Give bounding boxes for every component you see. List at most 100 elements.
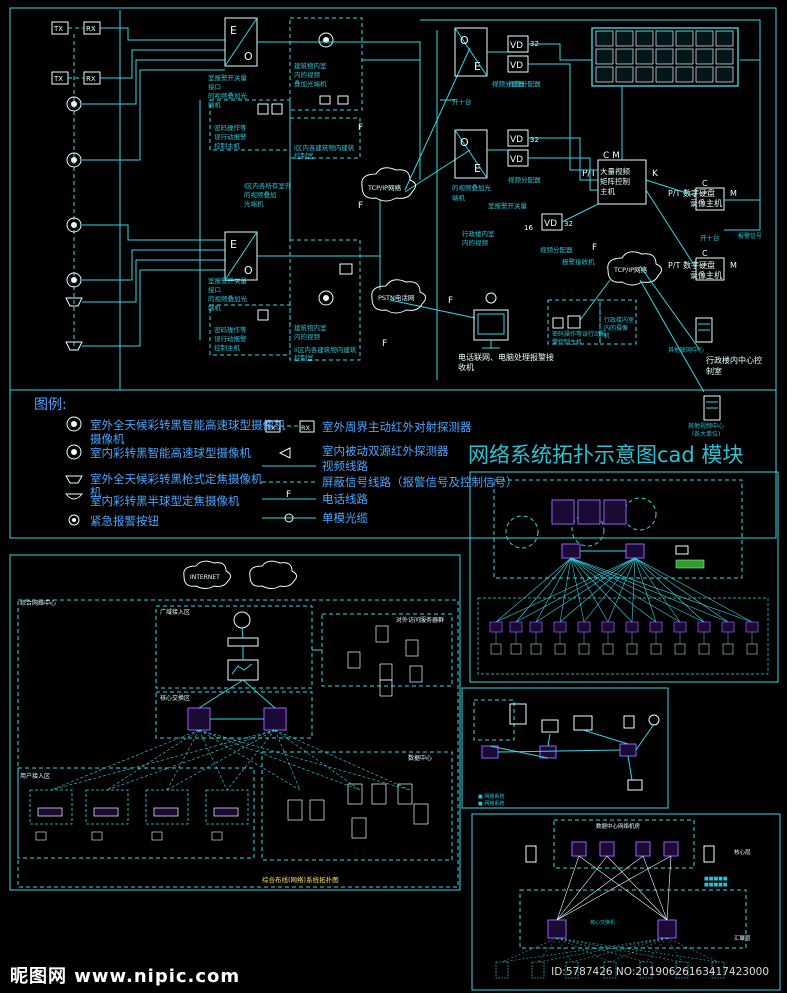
link-line xyxy=(515,557,636,623)
legend-item-1: 室外全天候彩转黑智能高速球型摄像机 xyxy=(90,418,286,432)
eo-converter-top-left: E O xyxy=(224,17,258,67)
link-line xyxy=(606,855,668,921)
svg-text:RX: RX xyxy=(301,424,311,432)
link-line xyxy=(578,855,668,921)
bullet-camera-icon xyxy=(65,341,83,351)
bottom-left-diagram: 综合网络中心 INTERNET 广域接入区 对外访问服务器群 核心交换区 用户接… xyxy=(9,554,461,891)
ptz-indoor-camera-icon xyxy=(66,444,82,460)
svg-text:C: C xyxy=(702,179,708,188)
eo-converter-mid-left: E O xyxy=(224,231,258,281)
pstn-cloud: PSTN电话网 xyxy=(371,279,426,314)
legend-item-9: 屏蔽信号线路（报警信号及控制信号） xyxy=(322,475,518,489)
link-line xyxy=(556,855,644,921)
svg-text:F: F xyxy=(358,201,363,211)
display-screen xyxy=(595,30,614,47)
server-icon xyxy=(703,395,721,421)
link-line xyxy=(556,937,647,963)
svg-text:叠加光端机: 叠加光端机 xyxy=(294,79,327,88)
link-line xyxy=(642,855,668,921)
link-line xyxy=(666,937,683,963)
dome-camera-icon xyxy=(66,272,82,288)
legend: 图例: 室外全天候彩转黑智能高速球型摄像机 摄像机 室内彩转黑智能高速球型摄像机… xyxy=(34,397,518,528)
svg-text:M: M xyxy=(730,261,737,270)
legend-item-6: 室外周界主动红外对射探测器 xyxy=(322,420,472,434)
access-switch-group xyxy=(145,789,189,825)
switch-icon xyxy=(93,807,119,817)
phone-icon xyxy=(257,309,269,321)
svg-text:核心交换区: 核心交换区 xyxy=(160,694,190,702)
link-line xyxy=(645,937,668,963)
server-icon xyxy=(409,665,423,683)
svg-text:矩阵控制: 矩阵控制 xyxy=(600,176,630,186)
access-switch-group xyxy=(29,789,73,825)
svg-text:■■■■■: ■■■■■ xyxy=(704,876,728,882)
alarm-receiver-pc: 电话联网、电脑处理报警接 收机 xyxy=(458,292,554,372)
svg-text:O: O xyxy=(460,136,469,149)
tx-label-1: TX xyxy=(53,25,63,33)
building-block-1: 建筑物内室 内的视频 叠加光端机 xyxy=(289,17,363,111)
svg-text:端机: 端机 xyxy=(208,303,222,312)
svg-text:开十台: 开十台 xyxy=(452,97,472,106)
server-icon xyxy=(405,639,419,657)
switch-icon xyxy=(37,807,63,817)
svg-text:内的视频: 内的视频 xyxy=(294,70,321,79)
switch-icon xyxy=(553,621,567,633)
bullet-camera-icon xyxy=(65,297,83,307)
server-icon xyxy=(413,803,429,825)
svg-text:建筑物内室: 建筑物内室 xyxy=(294,323,327,332)
dome-camera-icon xyxy=(318,290,334,306)
svg-text:E: E xyxy=(230,24,237,37)
dvr-box-1: P/T 数字硬盘 录像主机 C M xyxy=(668,179,737,211)
dome-camera-icon xyxy=(66,96,82,112)
link-line xyxy=(634,557,729,623)
svg-text:行政楼内室: 行政楼内室 xyxy=(604,316,634,324)
link-line xyxy=(198,729,228,791)
display-screen xyxy=(655,48,674,65)
link-line xyxy=(556,937,683,963)
tcp-ip-cloud-2: TCP/IP网络 xyxy=(607,251,662,286)
svg-text:VD: VD xyxy=(544,219,557,229)
right-lower-diagram: ■ 网络系统 ■ 网络系统 xyxy=(461,687,669,809)
switch-icon xyxy=(745,621,759,633)
svg-text:F: F xyxy=(382,339,387,349)
svg-text:机: 机 xyxy=(90,485,102,499)
svg-text:控制室: 控制室 xyxy=(294,151,314,160)
core-switch-icon xyxy=(187,707,211,731)
pc-icon xyxy=(490,643,502,655)
svg-text:TCP/IP网络: TCP/IP网络 xyxy=(367,183,402,192)
svg-text:■ 网络系统: ■ 网络系统 xyxy=(478,793,504,800)
phone-icon xyxy=(257,103,269,115)
link-line xyxy=(634,557,705,623)
legend-item-3: 室外全天候彩转黑枪式定焦摄像机 xyxy=(90,472,263,486)
svg-text:的视频叠加: 的视频叠加 xyxy=(244,190,277,199)
svg-text:控制室: 控制室 xyxy=(294,353,314,362)
link-line xyxy=(556,855,580,921)
switch-icon xyxy=(673,621,687,633)
dome-camera-icon xyxy=(66,217,82,233)
svg-text:C: C xyxy=(702,249,708,258)
link-line xyxy=(556,937,573,963)
svg-text:VD: VD xyxy=(510,155,523,165)
rx-label-2: RX xyxy=(86,75,96,83)
link-line xyxy=(570,557,657,623)
svg-text:电话联网、电脑处理报警接: 电话联网、电脑处理报警接 xyxy=(458,352,554,362)
svg-text:控制主机: 控制主机 xyxy=(214,343,241,352)
svg-text:端机: 端机 xyxy=(208,100,222,109)
switch-icon xyxy=(489,621,503,633)
server-icon xyxy=(397,783,413,805)
svg-text:数据中心网络机房: 数据中心网络机房 xyxy=(596,822,641,830)
switch-icon xyxy=(601,621,615,633)
svg-text:O: O xyxy=(460,34,469,47)
svg-text:内的视频: 内的视频 xyxy=(462,238,489,247)
encoder-annotations: 室报警开关量 接口 的视频叠加光 端机 室报警开关量 接口 的视频叠加光 端机 xyxy=(208,73,248,312)
link-line xyxy=(274,729,411,791)
server-icon xyxy=(695,317,713,343)
svg-text:密码操作等: 密码操作等 xyxy=(214,325,247,334)
link-line xyxy=(226,729,276,791)
svg-text:核心交换机: 核心交换机 xyxy=(590,919,615,926)
svg-text:视频分配器: 视频分配器 xyxy=(508,79,541,88)
display-screen xyxy=(635,30,654,47)
access-layer-zone xyxy=(477,597,769,675)
display-screen xyxy=(675,66,694,83)
svg-text:II区内各建筑物内建筑: II区内各建筑物内建筑 xyxy=(294,345,357,354)
